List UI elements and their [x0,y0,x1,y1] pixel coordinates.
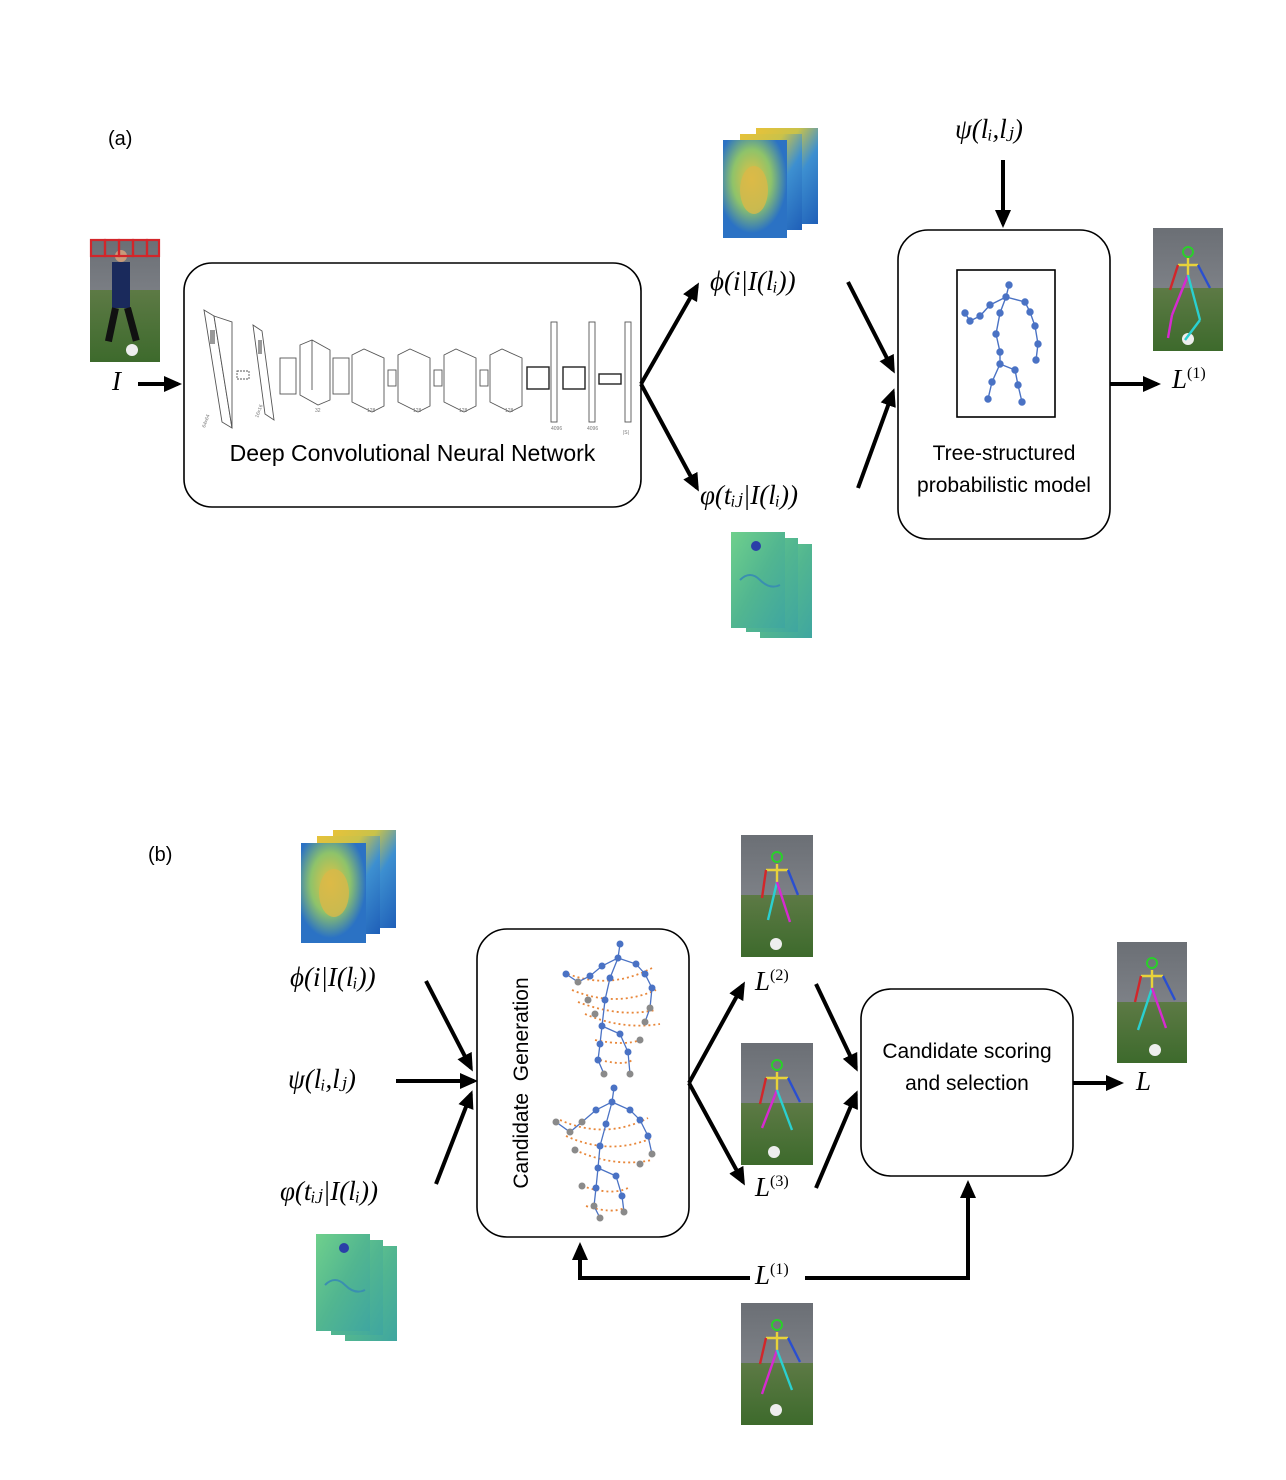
candgen-to-l2-arrow [687,981,745,1084]
unary-to-candgen-arrow [424,980,473,1072]
cnn-architecture-sketch: 64x64 16x16 32 128 128 128 128 4096 4096… [201,309,632,436]
candidate-generation-label: Candidate Generation [510,977,533,1188]
svg-text:128: 128 [413,408,422,414]
l3-to-scoring-arrow [814,1090,858,1189]
svg-text:|S|: |S| [623,430,629,436]
input-photo-thumbnail [89,238,161,362]
unary-heatmap-stack-b [301,830,396,943]
candidate-2-symbol-text: L(2) [755,966,789,996]
pairwise-term-b: φ(tᵢⱼ|I(lᵢ)) [280,1176,378,1207]
output-pose-thumbnail-a [1153,228,1223,351]
output-symbol-a: L(1) [1172,364,1206,395]
candidate-3-symbol: L(3) [755,1172,789,1203]
tree-graph [961,281,1042,406]
candidate-1-symbol: L(1) [755,1260,789,1291]
svg-text:16x16: 16x16 [254,404,264,419]
candidate-generation-box [476,928,690,1238]
candidate-tree-upper [562,940,661,1078]
prior-term-b: ψ(lᵢ,lⱼ) [288,1064,356,1095]
input-symbol: I [112,366,121,396]
svg-text:128: 128 [367,408,376,414]
unary-term-b: ϕ(i|I(lᵢ)) [290,962,376,993]
prior-term-a-text: ψ(lᵢ,lⱼ) [955,114,1023,144]
svg-text:32: 32 [315,408,321,414]
superscript-index: (1) [770,1261,789,1278]
prior-term-b-text: ψ(lᵢ,lⱼ) [288,1064,356,1094]
pairwise-to-candgen-arrow [434,1090,474,1185]
candidate-tree-lower [552,1084,656,1222]
l1-to-scoring-arrow [805,1180,976,1280]
pairwise-term-a: φ(tᵢⱼ|I(lᵢ)) [700,480,798,511]
svg-text:4096: 4096 [551,426,562,432]
superscript-index: (3) [770,1173,789,1190]
output-symbol-b: L [1136,1066,1152,1096]
output-symbol-a-text: L(1) [1172,364,1206,394]
candidate-1-symbol-text: L(1) [755,1260,789,1290]
l1-to-candgen-arrow [572,1242,750,1280]
panel-a-label: (a) [108,128,133,150]
prior-term-a: ψ(lᵢ,lⱼ) [955,114,1023,145]
scoring-label: Candidate scoring and selection [882,1040,1052,1095]
candgen-to-l3-arrow [687,1082,745,1186]
panel-b-label: (b) [148,844,173,866]
pairwise-term-a-text: φ(tᵢⱼ|I(lᵢ)) [700,480,798,510]
svg-text:64x64: 64x64 [201,414,211,429]
unary-term-a: ϕ(i|I(lᵢ)) [710,266,796,297]
tree-model-label: Tree-structured probabilistic model [917,442,1091,497]
candidate-3-pose-thumbnail [741,1043,813,1165]
pairwise-heatmap-stack-b [316,1234,397,1341]
superscript-index: (2) [770,967,789,984]
cnn-to-pairwise-arrow [639,383,699,492]
unary-heatmap-stack-a [723,128,818,238]
svg-text:4096: 4096 [587,426,598,432]
unary-to-tree-arrow [846,281,895,374]
pairwise-term-b-text: φ(tᵢⱼ|I(lᵢ)) [280,1176,378,1206]
unary-term-a-text: ϕ(i|I(lᵢ)) [710,266,796,296]
candidate-1-pose-thumbnail [741,1303,813,1425]
output-pose-thumbnail-b [1117,942,1187,1063]
svg-text:128: 128 [505,408,514,414]
candidate-3-symbol-text: L(3) [755,1172,789,1202]
pairwise-to-tree-arrow [856,388,896,489]
svg-text:128: 128 [459,408,468,414]
cnn-label: Deep Convolutional Neural Network [229,440,596,466]
candidate-2-pose-thumbnail [741,835,813,957]
superscript-index: (1) [1187,365,1206,382]
l2-to-scoring-arrow [814,983,858,1072]
pairwise-heatmap-stack-a [731,532,812,638]
unary-term-b-text: ϕ(i|I(lᵢ)) [290,962,376,992]
cnn-to-unary-arrow [639,282,699,385]
candidate-2-symbol: L(2) [755,966,789,997]
